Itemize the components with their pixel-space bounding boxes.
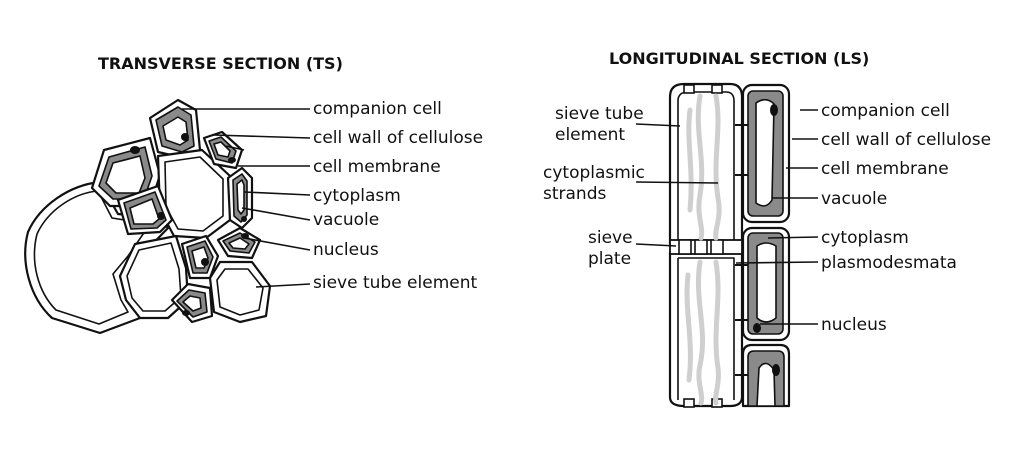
ls-companion-cell-2 <box>741 226 791 342</box>
ls-companion-cell-1 <box>741 83 791 224</box>
ts-leader-lines <box>182 108 311 288</box>
ls-left-leader-lines <box>635 123 719 247</box>
ts-label-sieve-tube-element: sieve tube element <box>313 273 477 293</box>
ls-companion-cell-3 <box>741 343 791 408</box>
ls-label-cell-wall: cell wall of cellulose <box>821 130 991 150</box>
ls-label-vacuole: vacuole <box>821 189 887 209</box>
ls-label-strands-1: cytoplasmic <box>543 163 645 183</box>
ts-label-cell-membrane: cell membrane <box>313 157 441 177</box>
ts-drawing <box>24 98 272 335</box>
ls-label-plasmodesmata: plasmodesmata <box>821 253 957 273</box>
ls-label-plate-2: plate <box>588 249 631 269</box>
ts-label-cell-wall: cell wall of cellulose <box>313 128 483 148</box>
ls-right-leader-lines <box>735 109 819 325</box>
ls-left-labels: sieve tube element cytoplasmic strands s… <box>543 104 645 269</box>
ls-label-sieve-tube-2: element <box>555 125 625 145</box>
ls-plasmodesmata <box>735 124 748 376</box>
ls-label-nucleus: nucleus <box>821 315 887 335</box>
ls-label-companion-cell: companion cell <box>821 101 950 121</box>
ls-label-cytoplasm: cytoplasm <box>821 228 909 248</box>
ls-right-labels: companion cell cell wall of cellulose ce… <box>821 101 991 335</box>
ts-labels: companion cell cell wall of cellulose ce… <box>313 99 483 293</box>
ls-lower-sieve-tube-element <box>668 250 744 408</box>
ls-label-strands-2: strands <box>543 184 606 204</box>
ls-drawing <box>668 82 791 408</box>
ts-label-companion-cell: companion cell <box>313 99 442 119</box>
ls-title: LONGITUDINAL SECTION (LS) <box>609 49 869 68</box>
ls-sieve-plate <box>669 239 743 255</box>
longitudinal-section: LONGITUDINAL SECTION (LS) <box>543 49 991 408</box>
ts-label-nucleus: nucleus <box>313 240 379 260</box>
ts-label-cytoplasm: cytoplasm <box>313 186 401 206</box>
transverse-section: TRANSVERSE SECTION (TS) <box>24 54 483 335</box>
ls-label-plate-1: sieve <box>588 228 633 248</box>
ts-title: TRANSVERSE SECTION (TS) <box>98 54 343 73</box>
ls-cytoplasmic-strands <box>684 93 722 406</box>
ts-label-vacuole: vacuole <box>313 210 379 230</box>
ls-label-cell-membrane: cell membrane <box>821 159 949 179</box>
ls-label-sieve-tube-1: sieve tube <box>555 104 644 124</box>
ls-upper-sieve-tube-element <box>668 82 744 247</box>
